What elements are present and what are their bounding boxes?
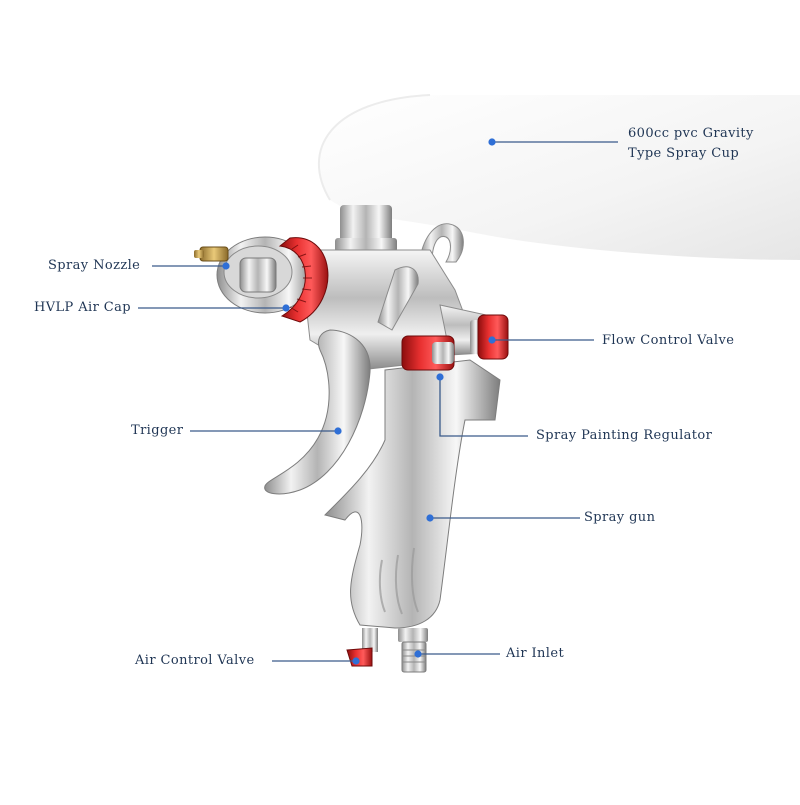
air-inlet-fitting	[398, 628, 428, 673]
leader-dots	[222, 138, 496, 665]
handle-grip-ribs	[378, 547, 419, 615]
label-spray-painting-regulator: Spray Painting Regulator	[536, 428, 713, 443]
label-spray-cup-line1: 600cc pvc Gravity	[628, 126, 754, 141]
label-air-control-valve: Air Control Valve	[135, 653, 255, 668]
dot-regulator	[436, 373, 444, 381]
flow-control-knob	[470, 314, 509, 360]
label-air-inlet: Air Inlet	[506, 646, 565, 661]
dot-spray-nozzle	[222, 262, 230, 270]
dot-air-inlet	[414, 650, 422, 658]
dot-spray-gun	[426, 514, 434, 522]
dot-flow-control	[488, 336, 496, 344]
dot-air-cap	[282, 304, 290, 312]
dot-spray-cup	[488, 138, 496, 146]
label-spray-gun: Spray gun	[584, 510, 656, 525]
trigger-pivot	[377, 266, 419, 331]
label-flow-control-valve: Flow Control Valve	[602, 333, 735, 348]
label-trigger: Trigger	[131, 423, 184, 438]
trigger	[264, 329, 371, 495]
label-spray-nozzle: Spray Nozzle	[48, 258, 141, 273]
dot-trigger	[334, 427, 342, 435]
label-spray-cup: 600cc pvc Gravity Type Spray Cup	[628, 124, 754, 164]
gun-handle	[324, 359, 501, 629]
spray-cup	[317, 94, 800, 260]
leader-lines	[138, 141, 618, 662]
spray-regulator-knob	[401, 335, 455, 371]
cup-connector	[335, 205, 397, 252]
label-air-cap: HVLP Air Cap	[34, 300, 131, 315]
air-control-knob	[346, 628, 378, 667]
leader-regulator	[439, 377, 528, 437]
dot-air-control	[352, 657, 360, 665]
air-cap-assembly	[194, 236, 329, 323]
label-spray-cup-line2: Type Spray Cup	[628, 146, 740, 161]
